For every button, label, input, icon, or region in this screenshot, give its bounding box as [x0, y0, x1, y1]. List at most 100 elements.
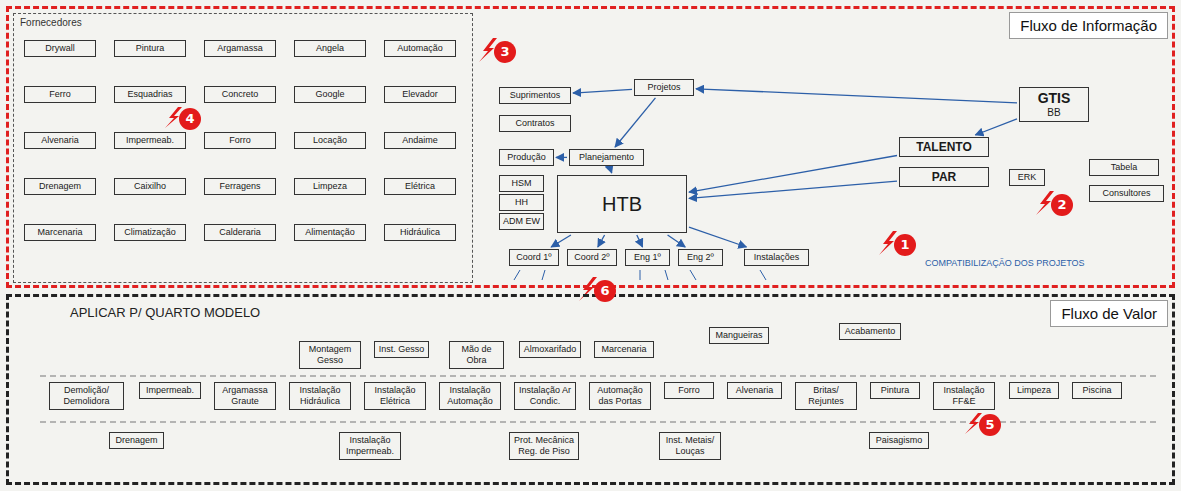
- box-text: Coord 1º: [513, 252, 555, 263]
- process-box: Impermeab.: [114, 132, 186, 149]
- box-text: Limpeza: [298, 181, 362, 192]
- box-text: Instalação Ar Condic.: [518, 385, 572, 407]
- process-box: Angela: [294, 40, 366, 57]
- process-box: Argamassa Graute: [214, 382, 276, 410]
- supplier-group: FornecedoresDrywallPinturaArgamassaAngel…: [13, 13, 473, 283]
- process-box: Eng 1º: [625, 249, 670, 266]
- box-text: Produção: [503, 152, 550, 163]
- flow-arrow: [551, 235, 571, 247]
- process-box: Forro: [204, 132, 276, 149]
- flow-arrow: [689, 155, 897, 192]
- process-box: Instalação Elétrica: [364, 382, 426, 410]
- process-box: Instalação FF&E: [933, 382, 995, 410]
- box-text: PAR: [903, 170, 985, 184]
- box-text: Instalação FF&E: [937, 385, 991, 407]
- box-text: Marcenaria: [28, 227, 92, 238]
- box-text: Impermeab.: [143, 385, 197, 396]
- flow-arrow: [689, 181, 897, 198]
- box-text: Limpeza: [1013, 385, 1055, 396]
- process-box: Esquadrias: [114, 86, 186, 103]
- box-text: Drywall: [28, 43, 92, 54]
- flow-arrow: [573, 89, 632, 93]
- process-box: Demolição/ Demolidora: [49, 382, 124, 410]
- box-text: Google: [298, 89, 362, 100]
- fan-line: [542, 270, 545, 280]
- process-box: Ferragens: [204, 178, 276, 195]
- box-text: Locação: [298, 135, 362, 146]
- box-text: Suprimentos: [503, 90, 567, 101]
- process-box: Acabamento: [839, 323, 901, 340]
- process-box: Concreto: [204, 86, 276, 103]
- process-box: TALENTO: [899, 137, 989, 157]
- process-box: Climatização: [114, 224, 186, 241]
- box-text: TALENTO: [903, 140, 985, 154]
- process-box: Drywall: [24, 40, 96, 57]
- flow-arrow: [975, 119, 1017, 135]
- box-text: Alimentação: [298, 227, 362, 238]
- process-box: Pintura: [114, 40, 186, 57]
- flow-arrow: [610, 168, 612, 173]
- process-box: Caixilho: [114, 178, 186, 195]
- fan-line: [640, 270, 641, 280]
- process-box: Contratos: [499, 115, 571, 132]
- flow-arrow: [696, 89, 1017, 103]
- box-text: Pintura: [874, 385, 916, 396]
- box-text: Automação: [388, 43, 452, 54]
- flow-arrow: [637, 235, 643, 247]
- process-box: Eng 2º: [678, 249, 723, 266]
- note-text: APLICAR P/ QUARTO MODELO: [70, 305, 260, 320]
- process-box: Consultores: [1089, 185, 1164, 202]
- box-text: BB: [1023, 107, 1085, 119]
- box-text: Inst. Gesso: [378, 344, 425, 355]
- process-box: Inst. Metais/ Louças: [659, 432, 721, 460]
- box-text: Elevador: [388, 89, 452, 100]
- process-box: Google: [294, 86, 366, 103]
- box-text: Britas/ Rejuntes: [799, 385, 853, 407]
- box-text: Ferro: [28, 89, 92, 100]
- box-text: Tabela: [1093, 162, 1155, 173]
- box-text: Eng 1º: [629, 252, 666, 263]
- process-box: HTB: [557, 175, 687, 233]
- callout-number: 4: [179, 108, 201, 130]
- box-text: Automação das Portas: [593, 385, 647, 407]
- process-box: Marcenaria: [594, 341, 654, 358]
- process-box: Montagem Gesso: [299, 341, 361, 369]
- box-text: Esquadrias: [118, 89, 182, 100]
- box-text: HSM: [503, 178, 540, 189]
- process-box: GTISBB: [1019, 87, 1089, 122]
- process-box: Pintura: [870, 382, 920, 399]
- callout-number: 6: [594, 280, 616, 302]
- box-text: Paisagismo: [873, 435, 925, 446]
- fan-line: [760, 270, 766, 280]
- process-box: Mão de Obra: [449, 341, 504, 369]
- box-text: Montagem Gesso: [303, 344, 357, 366]
- process-box: Limpeza: [1009, 382, 1059, 399]
- box-text: Andaime: [388, 135, 452, 146]
- process-box: Forro: [664, 382, 714, 399]
- box-text: Hidráulica: [388, 227, 452, 238]
- process-box: ADM EW: [499, 213, 544, 230]
- fan-line: [690, 270, 696, 280]
- box-text: Angela: [298, 43, 362, 54]
- process-box: Alvenaria: [727, 382, 782, 399]
- flow-band: Fluxo de InformaçãoFornecedoresDrywallPi…: [6, 6, 1175, 288]
- box-text: Almoxarifado: [523, 344, 577, 355]
- box-text: HTB: [602, 192, 642, 216]
- flow-arrow: [689, 227, 746, 247]
- process-box: Argamassa: [204, 40, 276, 57]
- process-box: Alvenaria: [24, 132, 96, 149]
- process-box: Paisagismo: [869, 432, 929, 449]
- process-box: Instalação Automação: [439, 382, 501, 410]
- box-text: Instalação Elétrica: [368, 385, 422, 407]
- box-text: HH: [503, 197, 540, 208]
- process-box: Instalação Hidráulica: [289, 382, 351, 410]
- process-box: Hidráulica: [384, 224, 456, 241]
- box-text: Eng 2º: [682, 252, 719, 263]
- box-text: Argamassa Graute: [218, 385, 272, 407]
- process-box: Projetos: [634, 79, 694, 96]
- process-box: Instalação Ar Condic.: [514, 382, 576, 410]
- box-text: Climatização: [118, 227, 182, 238]
- process-box: Produção: [499, 149, 554, 166]
